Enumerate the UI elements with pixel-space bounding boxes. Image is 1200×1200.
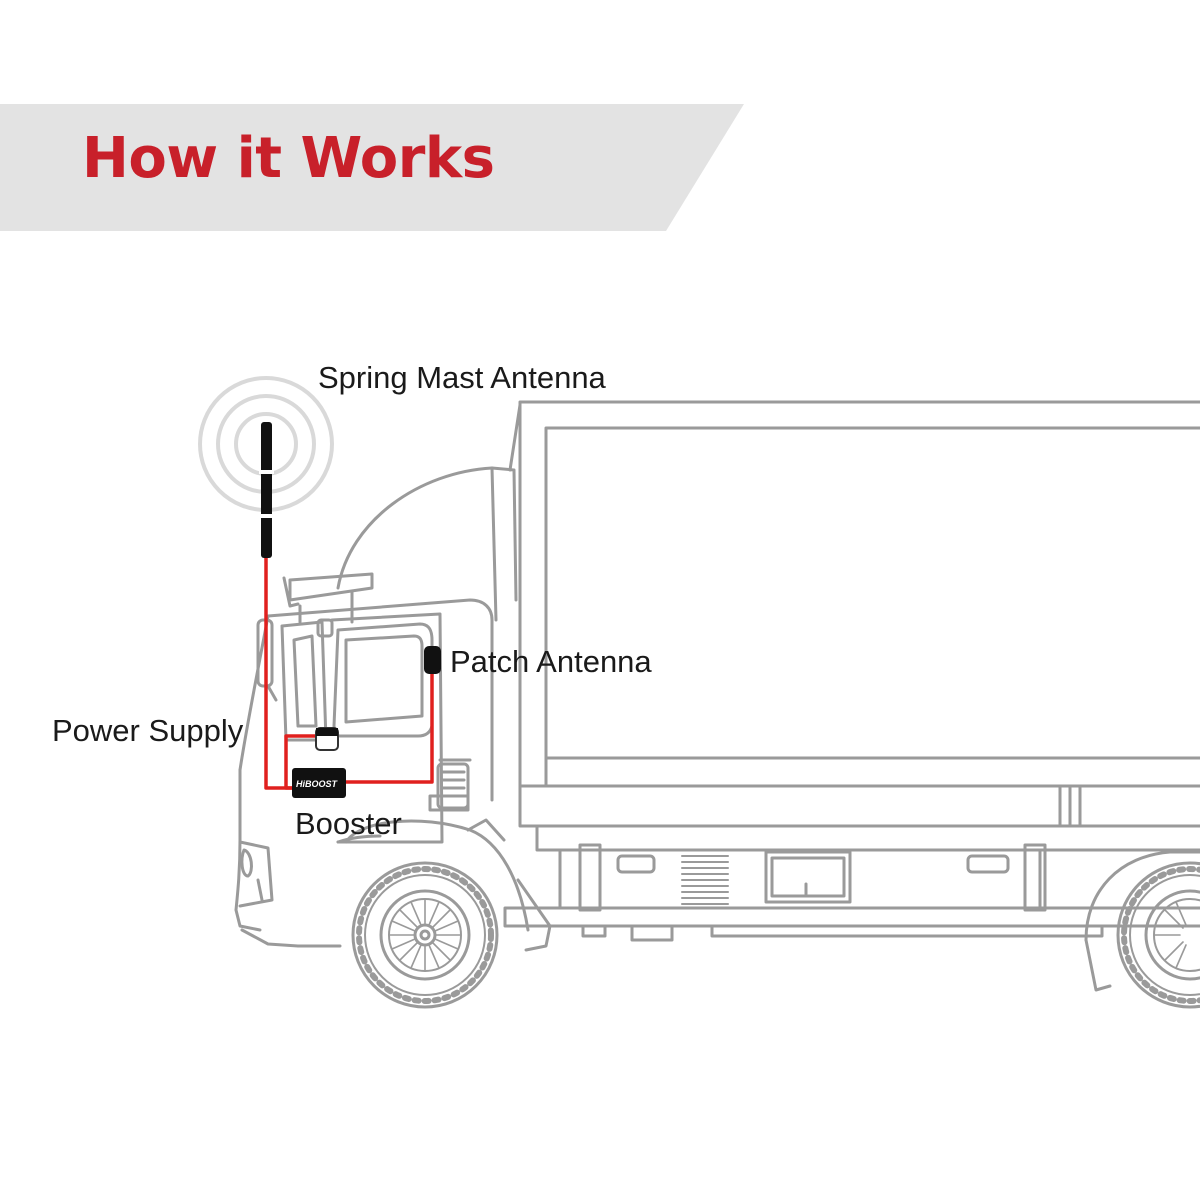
booster-label: Booster xyxy=(295,806,402,841)
spring-mast-antenna-label: Spring Mast Antenna xyxy=(318,360,606,395)
chassis xyxy=(503,843,1200,942)
cargo-box xyxy=(518,400,1200,852)
booster-brand-logo: HiBOOST xyxy=(296,779,339,789)
rear-wheel xyxy=(1084,850,1200,1009)
page-title: How it Works xyxy=(82,126,495,191)
power-supply-device xyxy=(315,727,339,751)
truck-cab xyxy=(234,403,552,952)
patch-antenna-device xyxy=(424,646,441,674)
spring-mast-antenna-device xyxy=(259,422,274,558)
booster-device: HiBOOST xyxy=(292,768,346,798)
patch-antenna-label: Patch Antenna xyxy=(450,644,652,679)
cable-lines xyxy=(264,556,434,790)
power-supply-label: Power Supply xyxy=(52,713,244,748)
front-wheel xyxy=(351,861,499,1009)
